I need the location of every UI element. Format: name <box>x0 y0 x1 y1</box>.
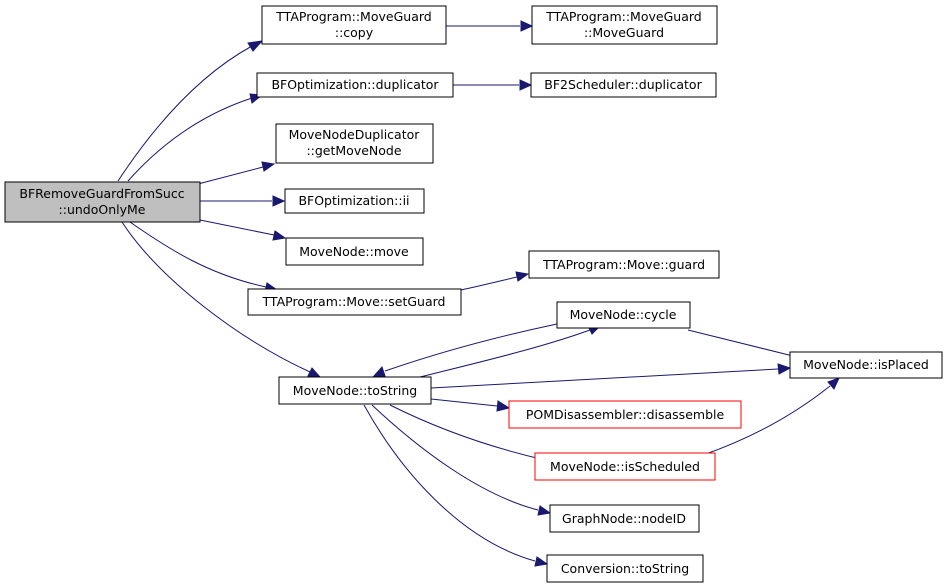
edge-root-mg_copy <box>117 45 253 182</box>
node-mn_cycle[interactable]: MoveNode::cycle <box>556 301 691 329</box>
node-mn_move[interactable]: MoveNode::move <box>285 237 424 266</box>
arrowhead-root-mn_tostring <box>307 367 322 378</box>
edge-root-m_setguard <box>129 221 267 288</box>
node-label: TTAProgram::Move::setGuard <box>262 294 446 309</box>
node-label: BF2Scheduler::duplicator <box>544 77 702 92</box>
node-mn_issched[interactable]: MoveNode::isScheduled <box>534 452 716 481</box>
arrowhead-mn_tostring-conv_tostring <box>534 556 549 567</box>
arrowhead-mg_copy-mg_ctor <box>520 20 534 32</box>
arrowhead-root-mg_copy <box>247 40 264 52</box>
node-label-line-1: MoveNodeDuplicator <box>289 127 421 142</box>
edge-mn_tostring-mn_cycle <box>419 329 591 378</box>
node-mnd_get[interactable]: MoveNodeDuplicator ::getMoveNode <box>275 123 434 164</box>
node-bfo_ii[interactable]: BFOptimization::ii <box>284 188 425 214</box>
node-label-line-2: ::undoOnlyMe <box>59 202 146 217</box>
node-mn_isplaced[interactable]: MoveNode::isPlaced <box>789 351 943 379</box>
edge-root-mnd_get <box>197 166 264 185</box>
arrowhead-root-mnd_get <box>261 161 276 172</box>
node-label: MoveNode::move <box>299 244 409 259</box>
node-label: BFOptimization::duplicator <box>271 77 439 92</box>
node-label-line-2: ::copy <box>335 25 374 40</box>
edge-mn_tostring-conv_tostring <box>363 404 536 562</box>
node-m_guard[interactable]: TTAProgram::Move::guard <box>528 250 720 279</box>
node-label: GraphNode::nodeID <box>562 511 686 526</box>
node-mg_ctor[interactable]: TTAProgram::MoveGuard ::MoveGuard <box>531 5 718 45</box>
edge-root-mn_move <box>199 219 275 236</box>
arrowhead-mn_tostring-mn_isplaced <box>777 363 792 375</box>
arrowhead-mn_tostring-pom_dis <box>496 400 511 412</box>
edges <box>117 20 840 567</box>
edge-mn_tostring-mn_issched <box>389 404 546 461</box>
node-mg_copy[interactable]: TTAProgram::MoveGuard ::copy <box>261 5 447 45</box>
node-root[interactable]: BFRemoveGuardFromSucc ::undoOnlyMe <box>4 181 201 223</box>
node-label: TTAProgram::Move::guard <box>542 257 705 272</box>
node-label: MoveNode::toString <box>293 383 417 398</box>
node-label: POMDisassembler::disassemble <box>526 407 725 422</box>
node-label: Conversion::toString <box>561 561 689 576</box>
edge-m_setguard-m_guard <box>460 276 518 291</box>
arrowhead-root-mn_move <box>272 230 287 241</box>
node-label-line-1: TTAProgram::MoveGuard <box>275 9 431 24</box>
arrowhead-bfo_dup-bf2_dup <box>519 79 533 91</box>
edge-mn_tostring-pom_dis <box>430 398 498 407</box>
node-label: MoveNode::isPlaced <box>803 357 929 372</box>
arrowhead-mn_cycle-mn_tostring <box>372 366 386 377</box>
node-label-line-1: BFRemoveGuardFromSucc <box>19 186 184 201</box>
edge-root-mn_tostring <box>121 221 311 373</box>
node-bf2_dup[interactable]: BF2Scheduler::duplicator <box>530 72 717 98</box>
edge-mn_cycle-mn_isplaced <box>687 329 794 357</box>
edge-mn_issched-mn_isplaced <box>702 385 831 456</box>
node-pom_dis[interactable]: POMDisassembler::disassemble <box>508 400 742 429</box>
node-gn_nodeid[interactable]: GraphNode::nodeID <box>549 504 700 533</box>
node-conv_tostring[interactable]: Conversion::toString <box>546 554 704 583</box>
node-label-line-1: TTAProgram::MoveGuard <box>545 9 701 24</box>
node-label-line-2: ::MoveGuard <box>584 25 664 40</box>
node-label: MoveNode::cycle <box>570 307 677 322</box>
arrowhead-mn_tostring-gn_nodeid <box>537 505 552 516</box>
arrowhead-mn_issched-mn_isplaced <box>827 377 840 390</box>
node-label: BFOptimization::ii <box>298 193 409 208</box>
edge-mn_cycle-mn_tostring <box>384 323 558 372</box>
arrowhead-root-bfo_ii <box>272 195 286 207</box>
node-bfo_dup[interactable]: BFOptimization::duplicator <box>256 72 454 98</box>
edge-mn_tostring-mn_isplaced <box>430 368 779 389</box>
node-mn_tostring[interactable]: MoveNode::toString <box>278 376 432 405</box>
node-label: MoveNode::isScheduled <box>550 459 700 474</box>
node-m_setguard[interactable]: TTAProgram::Move::setGuard <box>247 288 462 316</box>
edge-root-bfo_dup <box>127 97 253 182</box>
edge-mn_tostring-gn_nodeid <box>371 404 539 511</box>
arrowhead-m_setguard-m_guard <box>515 271 530 282</box>
node-label-line-2: ::getMoveNode <box>306 143 401 158</box>
